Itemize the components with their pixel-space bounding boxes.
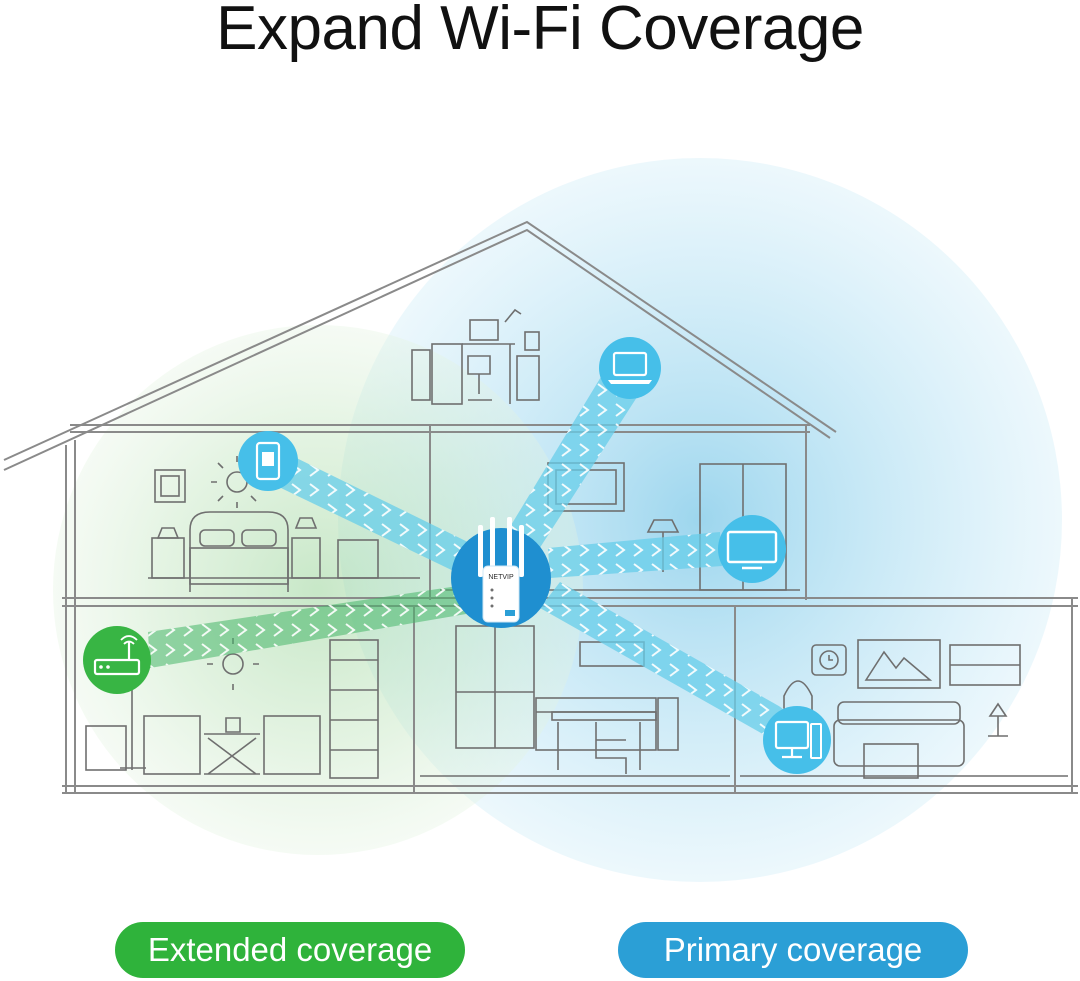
tv-icon [718,515,786,583]
attic-furniture [411,308,540,405]
wifi-router-icon [83,626,151,694]
laptop-icon [599,337,661,399]
bedroom-furniture [148,456,420,592]
device-brand-label: NETVIP [488,574,514,581]
wifi-extender-icon: NETVIP [451,517,551,628]
smartphone-icon [238,431,298,491]
signal-beams [148,362,800,746]
kitchen-furniture [420,625,730,777]
lounge-furniture [740,639,1068,779]
extended-coverage-zone [53,325,583,855]
primary-coverage-label: Primary coverage [618,922,968,978]
page-title: Expand Wi-Fi Coverage [216,0,864,63]
desktop-computer-icon [763,706,831,774]
extended-coverage-label: Extended coverage [115,922,465,978]
